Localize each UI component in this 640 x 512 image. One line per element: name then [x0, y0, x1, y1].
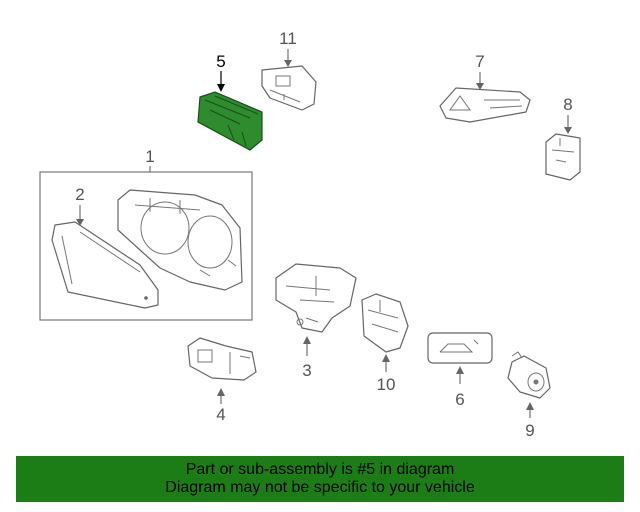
gauge-right	[187, 215, 233, 269]
part-8-switch[interactable]: 8	[545, 95, 581, 181]
trunk-button-body	[427, 332, 493, 364]
connector-details	[367, 300, 399, 333]
switch-8-body	[545, 133, 581, 181]
banner-line-1: Part or sub-assembly is #5 in diagram	[185, 461, 455, 478]
callout-10: 10	[377, 375, 396, 394]
bracket-details	[269, 89, 301, 103]
knob-face	[527, 372, 545, 392]
callout-1: 1	[145, 147, 154, 166]
lens-reflection	[61, 231, 141, 285]
part-3-bracket[interactable]: 3	[275, 263, 357, 380]
knob-stem	[511, 351, 523, 359]
part-10-connector[interactable]: 10	[361, 293, 409, 394]
switch-8-details	[551, 138, 575, 163]
part-1-instrument-cluster[interactable]: 1	[39, 147, 253, 321]
leader-arrow-2	[76, 219, 84, 226]
leader-arrow-11	[284, 60, 292, 67]
lens-dot	[144, 296, 148, 300]
part-4-switch[interactable]: 4	[187, 337, 257, 424]
callout-11: 11	[279, 29, 297, 48]
group-box-1	[39, 171, 253, 321]
connector-body	[361, 293, 409, 353]
leader-arrow-5	[217, 84, 225, 92]
banner-line-2: Diagram may not be specific to your vehi…	[165, 479, 475, 496]
part-9-knob[interactable]: 9	[507, 351, 551, 440]
callout-4: 4	[216, 405, 225, 424]
leader-arrow-9	[526, 402, 534, 410]
cluster-details	[134, 198, 237, 277]
leader-arrow-7	[476, 83, 484, 90]
cluster-housing	[117, 189, 243, 291]
bracket-3-body	[275, 263, 357, 333]
callout-2: 2	[75, 185, 84, 204]
leader-arrow-8	[564, 127, 572, 134]
callout-9: 9	[525, 421, 534, 440]
part-2-cluster-lens[interactable]: 2	[51, 185, 159, 309]
part-11-switch[interactable]: 11	[261, 29, 317, 111]
part-7-hazard-switch[interactable]: 7	[439, 52, 531, 123]
callout-8: 8	[563, 95, 572, 114]
bracket-window	[275, 75, 291, 87]
switch-details	[204, 95, 259, 147]
switch-4-details	[229, 352, 251, 374]
callout-5: 5	[216, 52, 225, 71]
leader-arrow-10	[382, 354, 390, 362]
hazard-body	[439, 87, 531, 123]
switch-4-face	[197, 349, 213, 363]
gauge-left	[140, 201, 190, 255]
bracket-3-details	[285, 276, 335, 323]
info-banner: Part or sub-assembly is #5 in diagram Di…	[16, 456, 624, 502]
callout-3: 3	[302, 361, 311, 380]
switch-body	[197, 91, 263, 151]
bracket-body	[261, 65, 317, 111]
callout-6: 6	[455, 390, 464, 409]
leader-arrow-4	[217, 388, 225, 396]
part-5-switch-assembly[interactable]: 5	[197, 52, 263, 151]
knob-center	[533, 379, 539, 385]
lens-shape	[51, 221, 159, 309]
parts-diagram: 1 2 5 11 7	[39, 29, 581, 440]
bracket-3-hole	[296, 318, 304, 326]
callout-7: 7	[475, 52, 484, 71]
leader-arrow-3	[303, 336, 311, 344]
hazard-triangle	[449, 95, 523, 111]
trunk-car-icon	[439, 339, 479, 353]
part-6-trunk-button[interactable]: 6	[427, 332, 493, 409]
switch-4-body	[187, 337, 257, 381]
leader-arrow-6	[456, 366, 464, 374]
